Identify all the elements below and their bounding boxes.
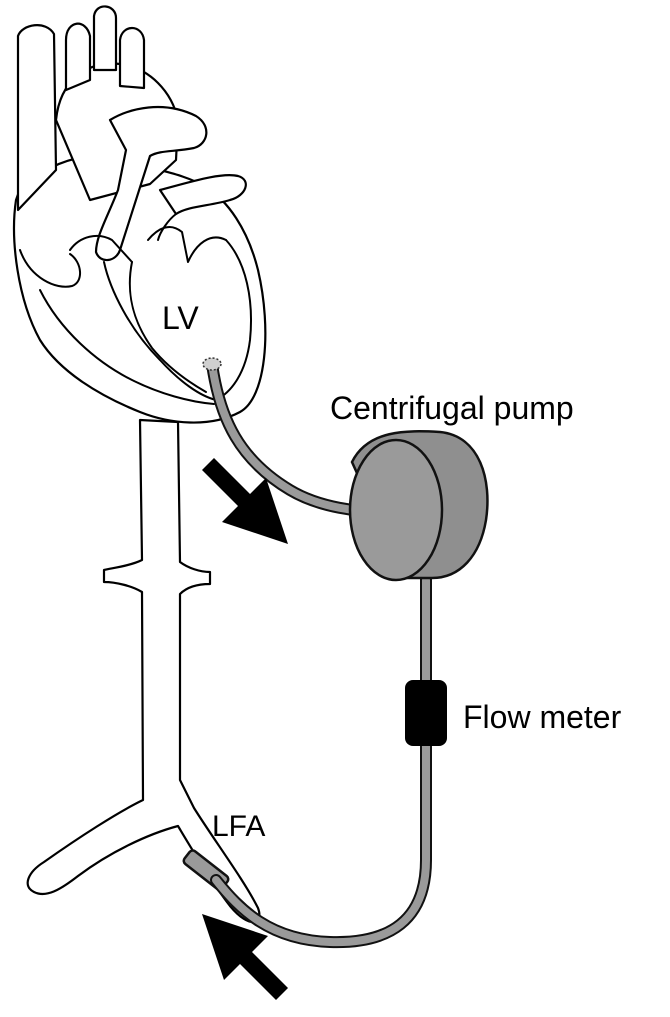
centrifugal-pump <box>348 430 489 582</box>
heart <box>12 5 267 424</box>
superior-vena-cava <box>16 24 58 212</box>
label-centrifugal-pump: Centrifugal pump <box>330 390 574 426</box>
left-ventricle-wall <box>215 239 252 401</box>
atrial-septum <box>69 234 133 263</box>
flow-meter <box>405 680 447 746</box>
left-atrium-wall <box>157 213 177 241</box>
interventricular-septum-right <box>128 261 207 393</box>
mitral-valve <box>147 225 227 263</box>
flow-arrow-up <box>202 914 288 1000</box>
aorta-vessel <box>26 418 261 924</box>
label-lv: LV <box>162 300 199 336</box>
brachiocephalic-artery <box>64 22 92 92</box>
pulmonary-vein <box>158 174 247 216</box>
label-flow-meter: Flow meter <box>463 699 622 735</box>
label-lfa: LFA <box>212 810 266 843</box>
interventricular-septum-left <box>103 261 217 401</box>
carotid-artery <box>92 5 118 72</box>
right-ventricle-wall <box>39 289 215 405</box>
flow-arrow-down <box>202 458 288 544</box>
outflow-tubing <box>210 574 432 949</box>
subclavian-artery <box>118 26 146 90</box>
right-atrium-wall <box>19 249 81 288</box>
